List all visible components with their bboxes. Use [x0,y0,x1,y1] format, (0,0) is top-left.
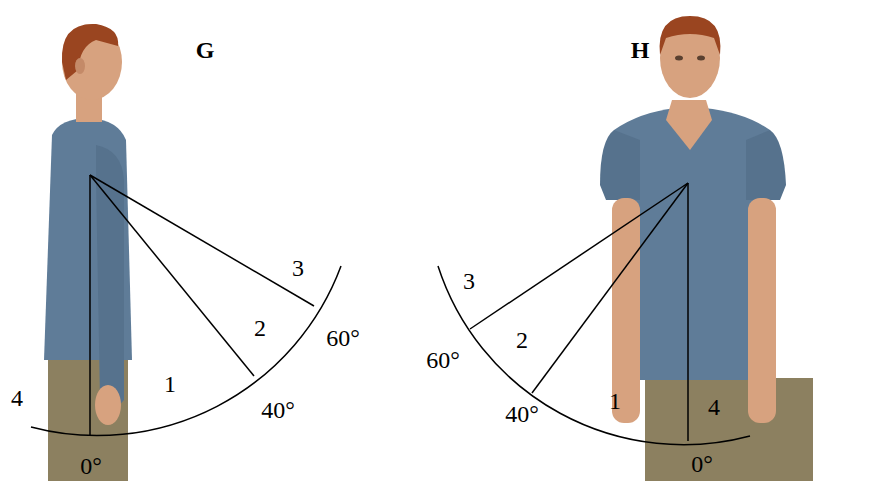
zone-number: 1 [609,389,621,413]
angle-guides [438,183,750,445]
angle-value: 60° [326,326,360,350]
zone-number: 4 [11,386,23,410]
side-view-figure [44,24,132,481]
angle-value: 40° [261,398,295,422]
zone-number: 2 [254,316,266,340]
angle-value: 0° [691,452,713,476]
zone-number: 4 [708,395,720,419]
view-letter: H [631,38,650,62]
angle-value: 40° [505,402,539,426]
angle-guides [31,175,341,436]
zone-number: 3 [463,269,475,293]
angle-value: 0° [80,454,102,478]
front-view-figure [600,16,813,481]
zone-number: 3 [292,256,304,280]
view-letter: G [196,38,215,62]
zone-number: 2 [516,328,528,352]
zone-number: 1 [164,372,176,396]
angle-value: 60° [426,348,460,372]
